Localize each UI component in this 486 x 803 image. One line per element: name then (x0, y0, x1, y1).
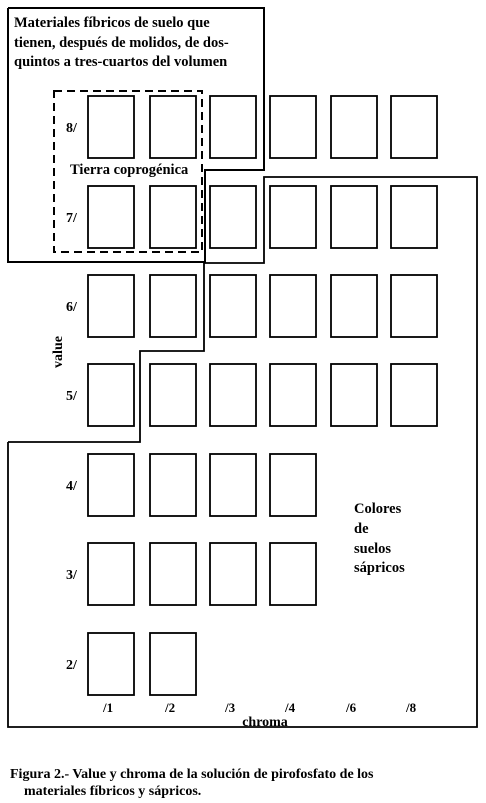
color-chip (87, 453, 135, 517)
chroma-tick-label: /8 (405, 700, 417, 715)
color-chip (149, 95, 197, 159)
color-chip (269, 274, 317, 338)
color-chip (87, 185, 135, 249)
sapric-label-line: de (354, 520, 369, 537)
color-chip (269, 185, 317, 249)
value-tick-label: 8/ (66, 121, 78, 136)
figure-caption: Figura 2.- Value y chroma de la solución… (10, 766, 480, 800)
color-chip (87, 632, 135, 696)
color-chip (390, 363, 438, 427)
color-chip-grid (87, 95, 438, 696)
color-chip (149, 542, 197, 606)
color-chip (87, 363, 135, 427)
chroma-tick-label: /3 (224, 700, 236, 715)
fibric-region-label: Materiales fíbricos de suelo que tienen,… (14, 14, 264, 73)
color-chip (87, 95, 135, 159)
color-chip (209, 95, 257, 159)
value-tick-label: 7/ (66, 211, 78, 226)
sapric-label-line: suelos (354, 540, 392, 557)
caption-line-2: materiales fíbricos y sápricos. (24, 784, 202, 799)
color-chip (209, 363, 257, 427)
color-chip (390, 274, 438, 338)
color-chip (209, 453, 257, 517)
color-chip (390, 185, 438, 249)
value-tick-label: 6/ (66, 300, 78, 315)
value-tick-label: 5/ (66, 389, 78, 404)
sapric-region-label: Colores de suelos sápricos (354, 500, 405, 579)
fibric-label-line: Materiales fíbricos de suelo que (14, 15, 210, 31)
sapric-region-outline (7, 176, 478, 728)
color-chip (269, 453, 317, 517)
fibric-region-outline (7, 7, 265, 263)
color-chip (209, 542, 257, 606)
color-chip (87, 274, 135, 338)
x-axis-title: chroma (242, 715, 288, 730)
color-chip (269, 363, 317, 427)
color-chip (149, 363, 197, 427)
color-chip (149, 274, 197, 338)
chroma-tick-label: /2 (164, 700, 175, 715)
chroma-axis-labels: /1/2/3/4/6/8 (102, 700, 417, 715)
color-chip (209, 274, 257, 338)
sapric-label-line: sápricos (354, 560, 405, 577)
fibric-label-line: tienen, después de molidos, de dos- (14, 34, 229, 51)
chroma-tick-label: /6 (345, 700, 357, 715)
color-chip (149, 185, 197, 249)
value-axis-labels: 8/7/6/5/4/3/2/ (66, 121, 78, 673)
coprogenic-region-label: Tierra coprogénica (68, 162, 191, 179)
color-chip (269, 95, 317, 159)
caption-line-1: Figura 2.- Value y chroma de la solución… (10, 767, 374, 782)
color-chip (330, 363, 378, 427)
color-chip (330, 274, 378, 338)
color-chip (149, 632, 197, 696)
color-chip (149, 453, 197, 517)
value-tick-label: 2/ (66, 658, 78, 673)
color-chip (87, 542, 135, 606)
y-axis-title: value (51, 336, 66, 368)
color-chip (209, 185, 257, 249)
chroma-tick-label: /1 (102, 700, 113, 715)
sapric-label-line: Colores (354, 501, 402, 517)
color-chip (330, 185, 378, 249)
color-chip (269, 542, 317, 606)
color-chip (330, 95, 378, 159)
color-chip (390, 95, 438, 159)
value-tick-label: 3/ (66, 568, 78, 583)
fibric-label-line: quintos a tres-cuartos del volumen (14, 54, 228, 70)
chroma-tick-label: /4 (284, 700, 296, 715)
value-tick-label: 4/ (66, 479, 78, 494)
coprogenic-region-outline (53, 90, 203, 253)
